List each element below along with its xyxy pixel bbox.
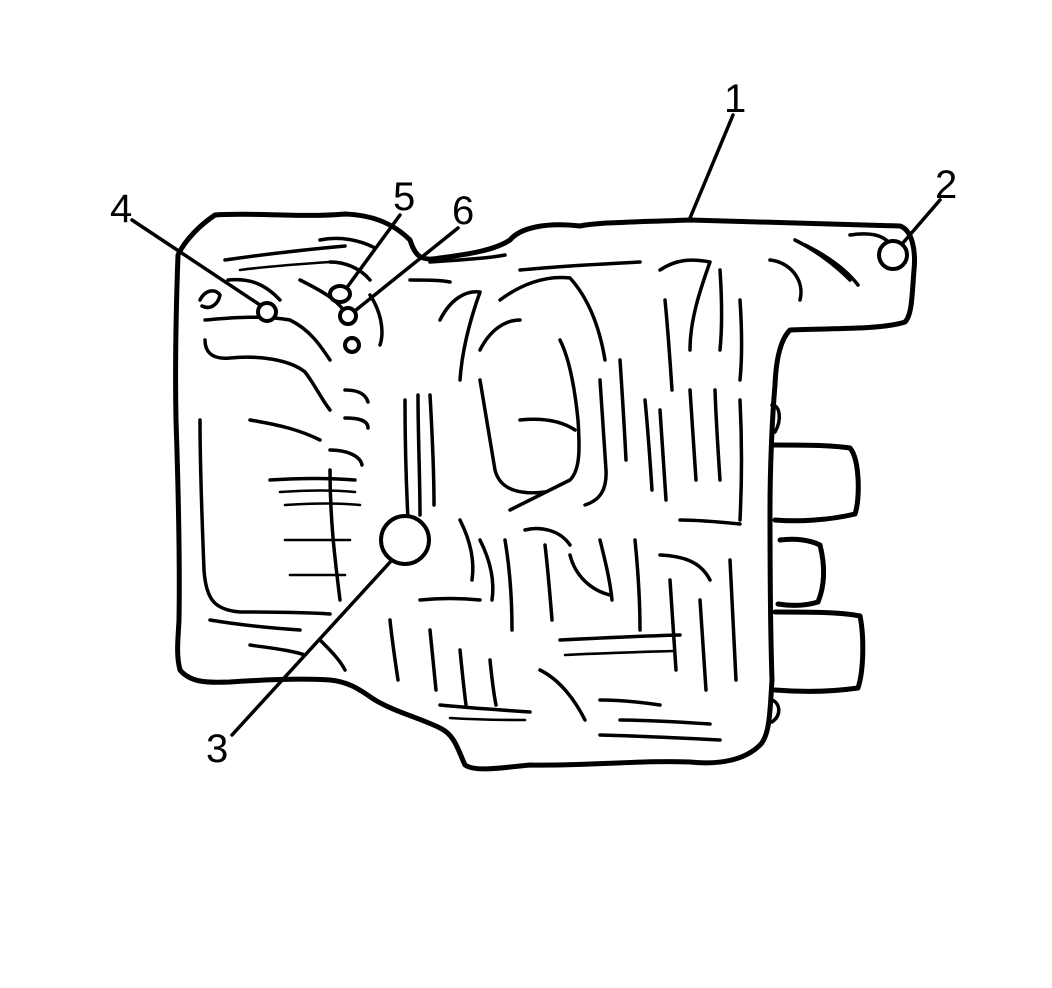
mount-tab-bottom <box>770 698 781 724</box>
leader-1 <box>688 113 735 220</box>
callout-5: 5 <box>393 175 415 219</box>
passage-lines <box>198 232 892 742</box>
hole-3 <box>379 514 431 566</box>
solenoid-neck <box>775 536 826 608</box>
callout-3: 3 <box>206 727 228 771</box>
leader-3 <box>230 558 394 737</box>
hole-extra <box>343 336 361 354</box>
hole-5 <box>328 284 352 304</box>
valve-body-outline <box>173 211 917 772</box>
solenoid-housing-upper <box>769 442 861 524</box>
solenoid-housing-lower <box>772 609 866 694</box>
hole-6 <box>338 306 358 326</box>
callout-2: 2 <box>935 163 957 207</box>
callout-6: 6 <box>452 189 474 233</box>
leader-6 <box>354 226 460 312</box>
hole-4 <box>256 301 278 323</box>
leader-4 <box>130 218 262 307</box>
mount-tab-top <box>770 403 781 434</box>
hole-2 <box>877 239 909 271</box>
leader-2 <box>900 198 942 246</box>
callout-4: 4 <box>110 187 132 231</box>
leader-5 <box>346 213 402 288</box>
callout-1: 1 <box>724 77 746 121</box>
